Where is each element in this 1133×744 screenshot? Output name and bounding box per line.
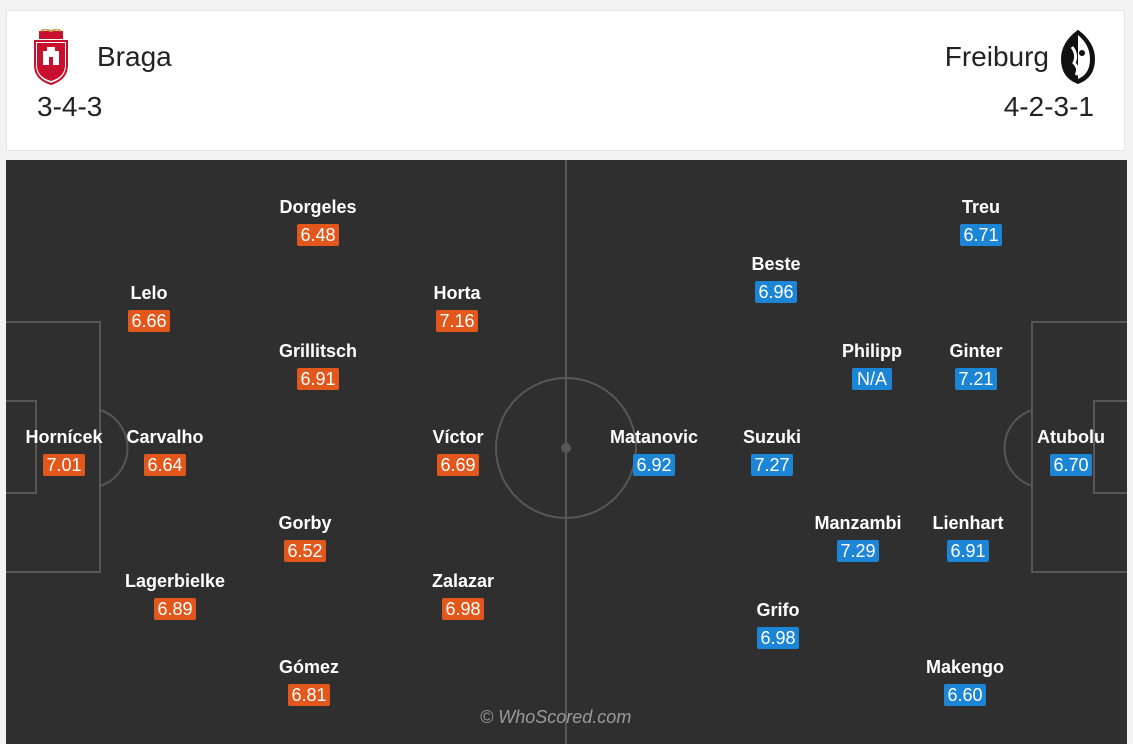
player-name: Lelo [130, 283, 168, 303]
freiburg-crest-icon [1060, 29, 1096, 85]
away-player[interactable]: Treu 6.71 [921, 196, 1041, 246]
away-player[interactable]: Philipp N/A [812, 340, 932, 390]
player-name: Philipp [842, 341, 902, 361]
player-name: Hornícek [25, 427, 103, 447]
away-team-name[interactable]: Freiburg [944, 41, 1049, 72]
home-player[interactable]: Gorby 6.52 [245, 512, 365, 562]
away-player[interactable]: Matanovic 6.92 [594, 426, 714, 476]
player-name: Makengo [925, 657, 1004, 677]
player-rating: 6.92 [633, 454, 675, 476]
player-rating: 7.29 [837, 540, 879, 562]
player-rating: 6.66 [128, 310, 170, 332]
player-name: Zalazar [431, 571, 495, 591]
whoscored-watermark: © WhoScored.com [480, 707, 632, 727]
player-name: Gorby [278, 513, 332, 533]
player-rating: 6.69 [437, 454, 479, 476]
player-name: Lienhart [932, 513, 1004, 533]
home-player[interactable]: Horta 7.16 [397, 282, 517, 332]
player-name: Grillitsch [278, 341, 358, 361]
player-rating: 7.01 [43, 454, 85, 476]
player-rating: 6.71 [960, 224, 1002, 246]
player-name: Atubolu [1037, 427, 1105, 447]
away-player[interactable]: Beste 6.96 [716, 253, 836, 303]
player-rating: 7.16 [436, 310, 478, 332]
player-name: Matanovic [609, 427, 699, 447]
player-rating: 7.21 [955, 368, 997, 390]
player-name: Grifo [756, 600, 800, 620]
player-name: Carvalho [126, 427, 204, 447]
player-name: Dorgeles [279, 197, 357, 217]
player-name: Ginter [949, 341, 1003, 361]
away-player[interactable]: Makengo 6.60 [905, 656, 1025, 706]
pitch-lines [6, 160, 1127, 744]
home-player[interactable]: Gómez 6.81 [249, 656, 369, 706]
player-name: Víctor [432, 427, 484, 447]
away-formation: 4-2-3-1 [1003, 91, 1094, 122]
player-rating: 6.48 [297, 224, 339, 246]
player-rating: 6.64 [144, 454, 186, 476]
player-name: Treu [961, 197, 1000, 217]
player-name: Gómez [278, 657, 339, 677]
player-rating: 6.91 [297, 368, 339, 390]
home-player[interactable]: Zalazar 6.98 [403, 570, 523, 620]
player-rating: 6.81 [288, 684, 330, 706]
home-formation: 3-4-3 [37, 91, 103, 122]
braga-crest-icon [34, 29, 68, 85]
match-header: Braga 3-4-3 Freiburg 4-2-3-1 [6, 10, 1125, 151]
away-player[interactable]: Grifo 6.98 [718, 599, 838, 649]
home-player[interactable]: Grillitsch 6.91 [258, 340, 378, 390]
player-rating: 7.27 [751, 454, 793, 476]
player-name: Lagerbielke [124, 571, 226, 591]
home-player[interactable]: Dorgeles 6.48 [258, 196, 378, 246]
away-player[interactable]: Ginter 7.21 [916, 340, 1036, 390]
away-player[interactable]: Lienhart 6.91 [908, 512, 1028, 562]
player-rating: N/A [852, 368, 892, 390]
home-player[interactable]: Carvalho 6.64 [105, 426, 225, 476]
player-name: Beste [751, 254, 801, 274]
player-rating: 6.96 [755, 281, 797, 303]
player-rating: 6.70 [1050, 454, 1092, 476]
home-team-name[interactable]: Braga [97, 41, 172, 72]
player-name: Horta [433, 283, 481, 303]
player-rating: 6.98 [442, 598, 484, 620]
player-name: Manzambi [814, 513, 902, 533]
player-rating: 6.91 [947, 540, 989, 562]
away-player[interactable]: Manzambi 7.29 [798, 512, 918, 562]
home-player[interactable]: Víctor 6.69 [398, 426, 518, 476]
pitch: Dorgeles 6.48 Lelo 6.66 Horta 7.16 Grill… [6, 160, 1127, 744]
player-rating: 6.89 [154, 598, 196, 620]
player-name: Suzuki [742, 427, 801, 447]
player-rating: 6.60 [944, 684, 986, 706]
away-player[interactable]: Suzuki 7.27 [712, 426, 832, 476]
home-player[interactable]: Lelo 6.66 [89, 282, 209, 332]
away-player[interactable]: Atubolu 6.70 [1011, 426, 1127, 476]
player-rating: 6.52 [284, 540, 326, 562]
home-player[interactable]: Hornícek 7.01 [6, 426, 124, 476]
home-player[interactable]: Lagerbielke 6.89 [115, 570, 235, 620]
player-rating: 6.98 [757, 627, 799, 649]
